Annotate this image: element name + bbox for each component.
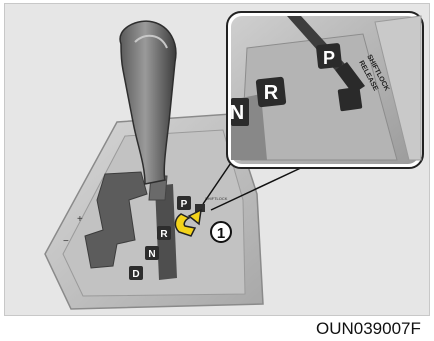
svg-text:P: P	[181, 199, 188, 210]
svg-text:R: R	[264, 82, 279, 104]
gear-badge-p: P	[177, 196, 191, 210]
svg-text:P: P	[323, 48, 335, 68]
shift-lever-illustration: + − P R N D SHIFTLOCK 1	[4, 3, 430, 316]
svg-text:D: D	[132, 269, 139, 280]
inset-badge-n: N	[230, 98, 249, 126]
svg-text:R: R	[160, 229, 168, 240]
svg-text:N: N	[148, 249, 155, 260]
svg-text:1: 1	[217, 225, 225, 242]
gear-badge-n: N	[145, 246, 159, 260]
minus-sign: −	[63, 236, 69, 247]
figure-code: OUN039007F	[316, 318, 434, 340]
inset-badge-p: P	[316, 43, 342, 69]
magnified-inset	[227, 12, 423, 168]
plus-sign: +	[77, 214, 83, 225]
inset-badge-r: R	[256, 77, 287, 108]
gear-badge-r: R	[157, 226, 171, 240]
illustration-canvas: + − P R N D SHIFTLOCK 1	[5, 4, 430, 316]
gear-badge-d: D	[129, 266, 143, 280]
svg-text:N: N	[230, 102, 244, 124]
callout-number-badge: 1	[211, 222, 231, 242]
